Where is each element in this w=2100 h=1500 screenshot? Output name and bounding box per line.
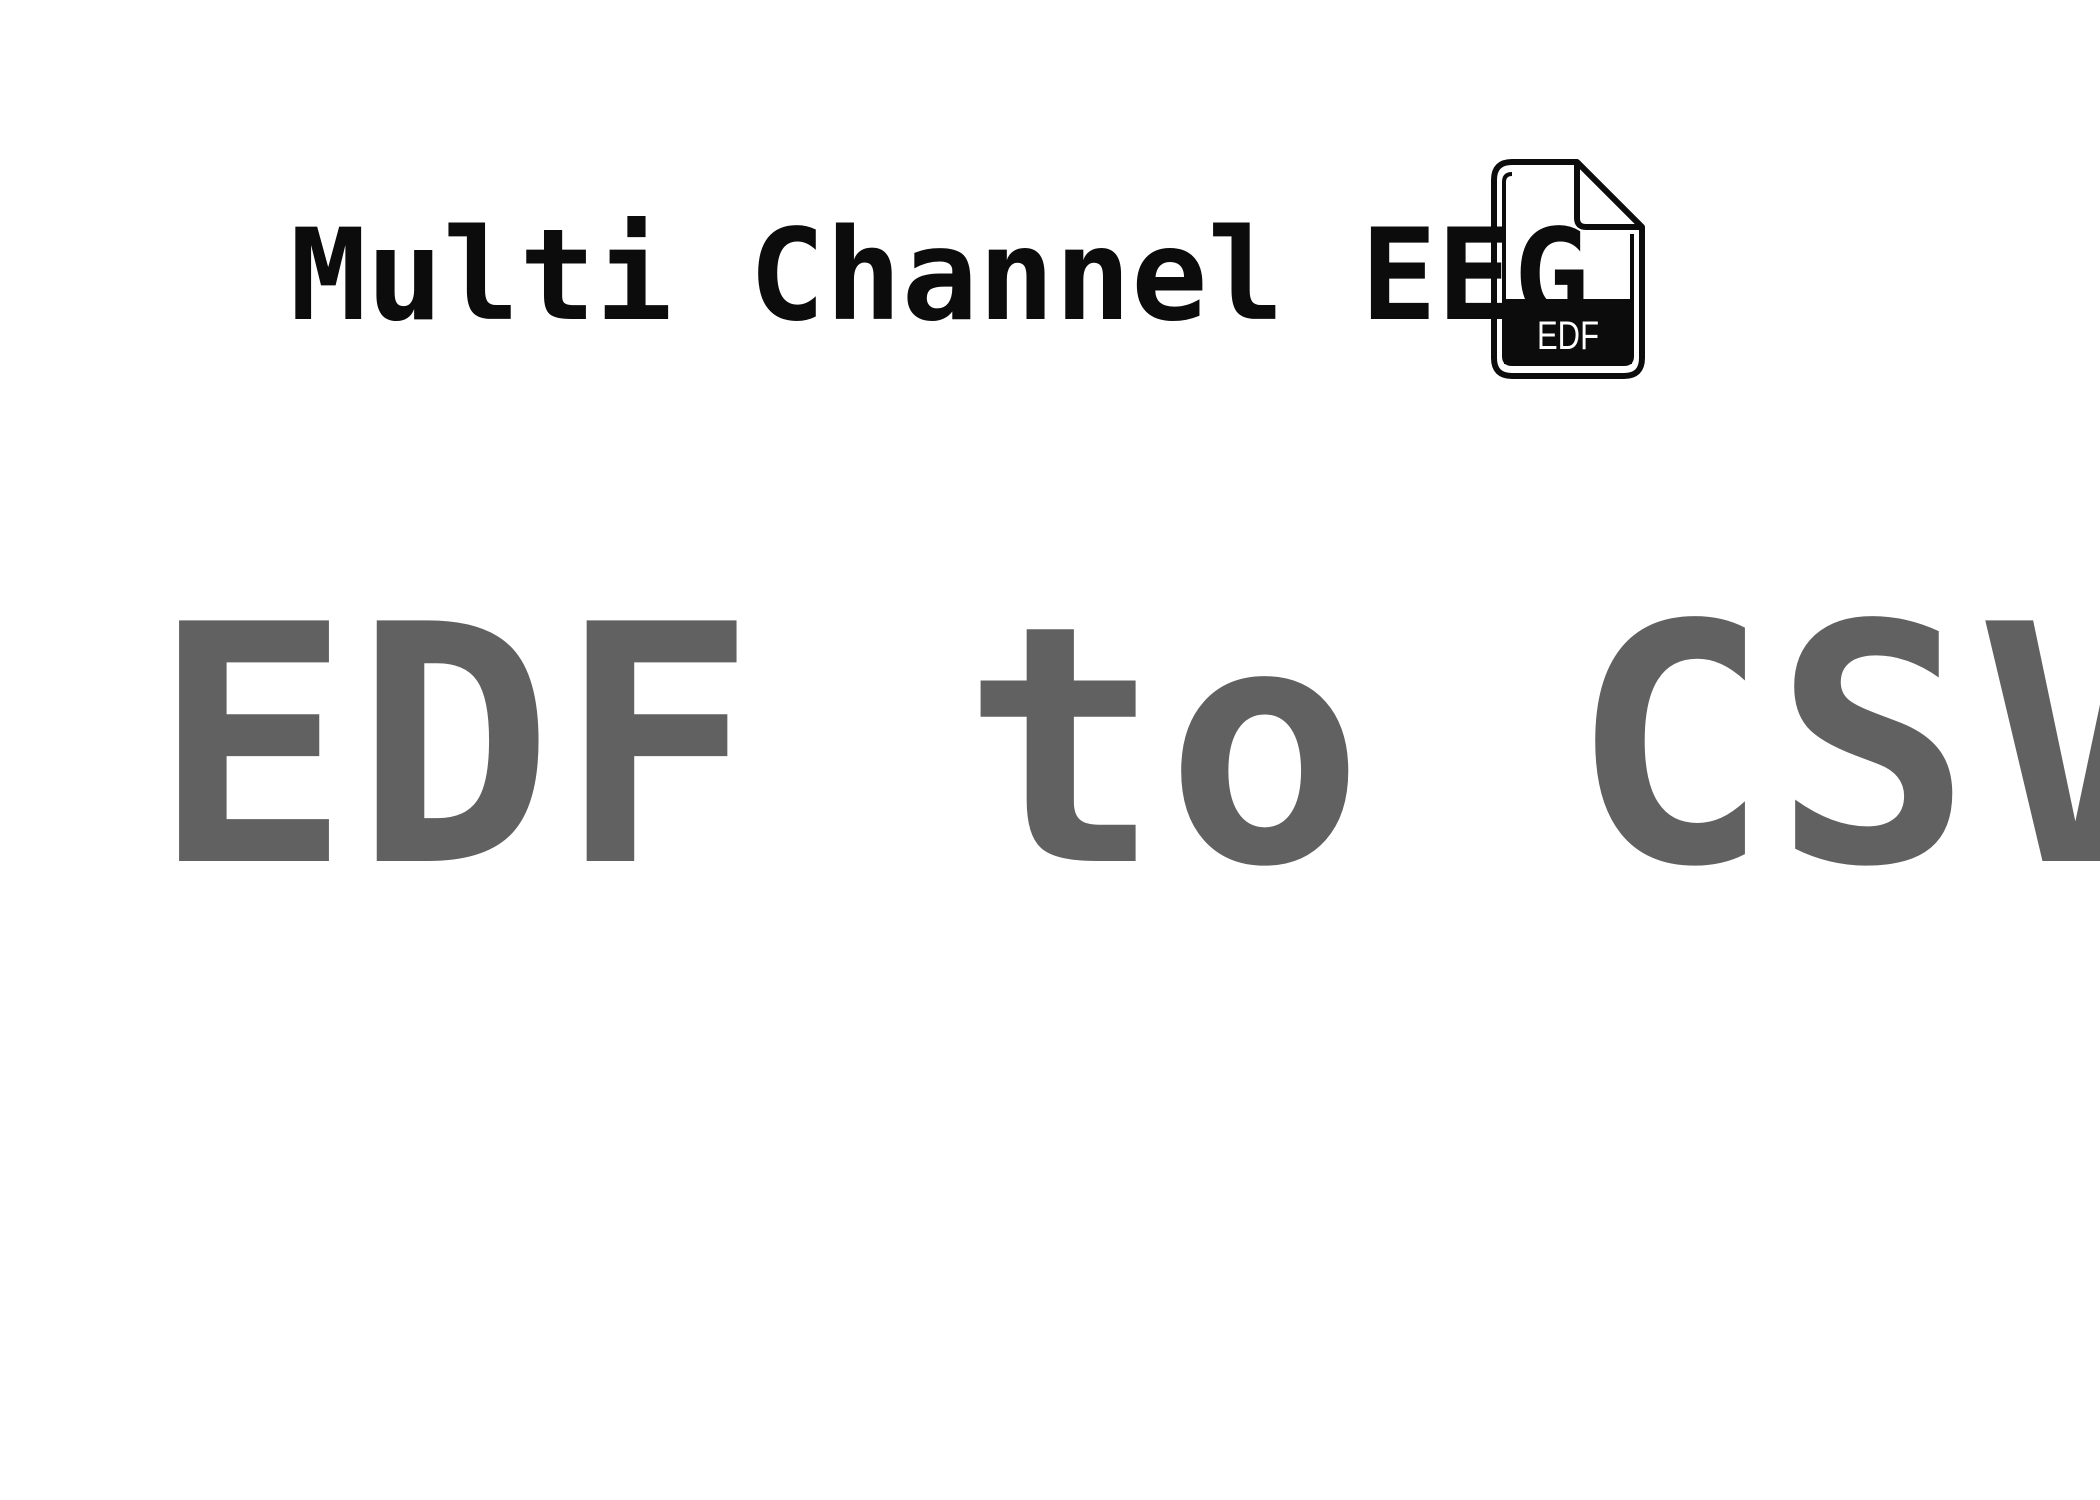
subtitle: Multi Channel EEG xyxy=(290,201,1590,349)
file-icon-label: EDF xyxy=(1537,314,1599,358)
headline: EDF to CSV xyxy=(152,555,2100,939)
edf-file-icon: EDF xyxy=(1490,158,1648,380)
